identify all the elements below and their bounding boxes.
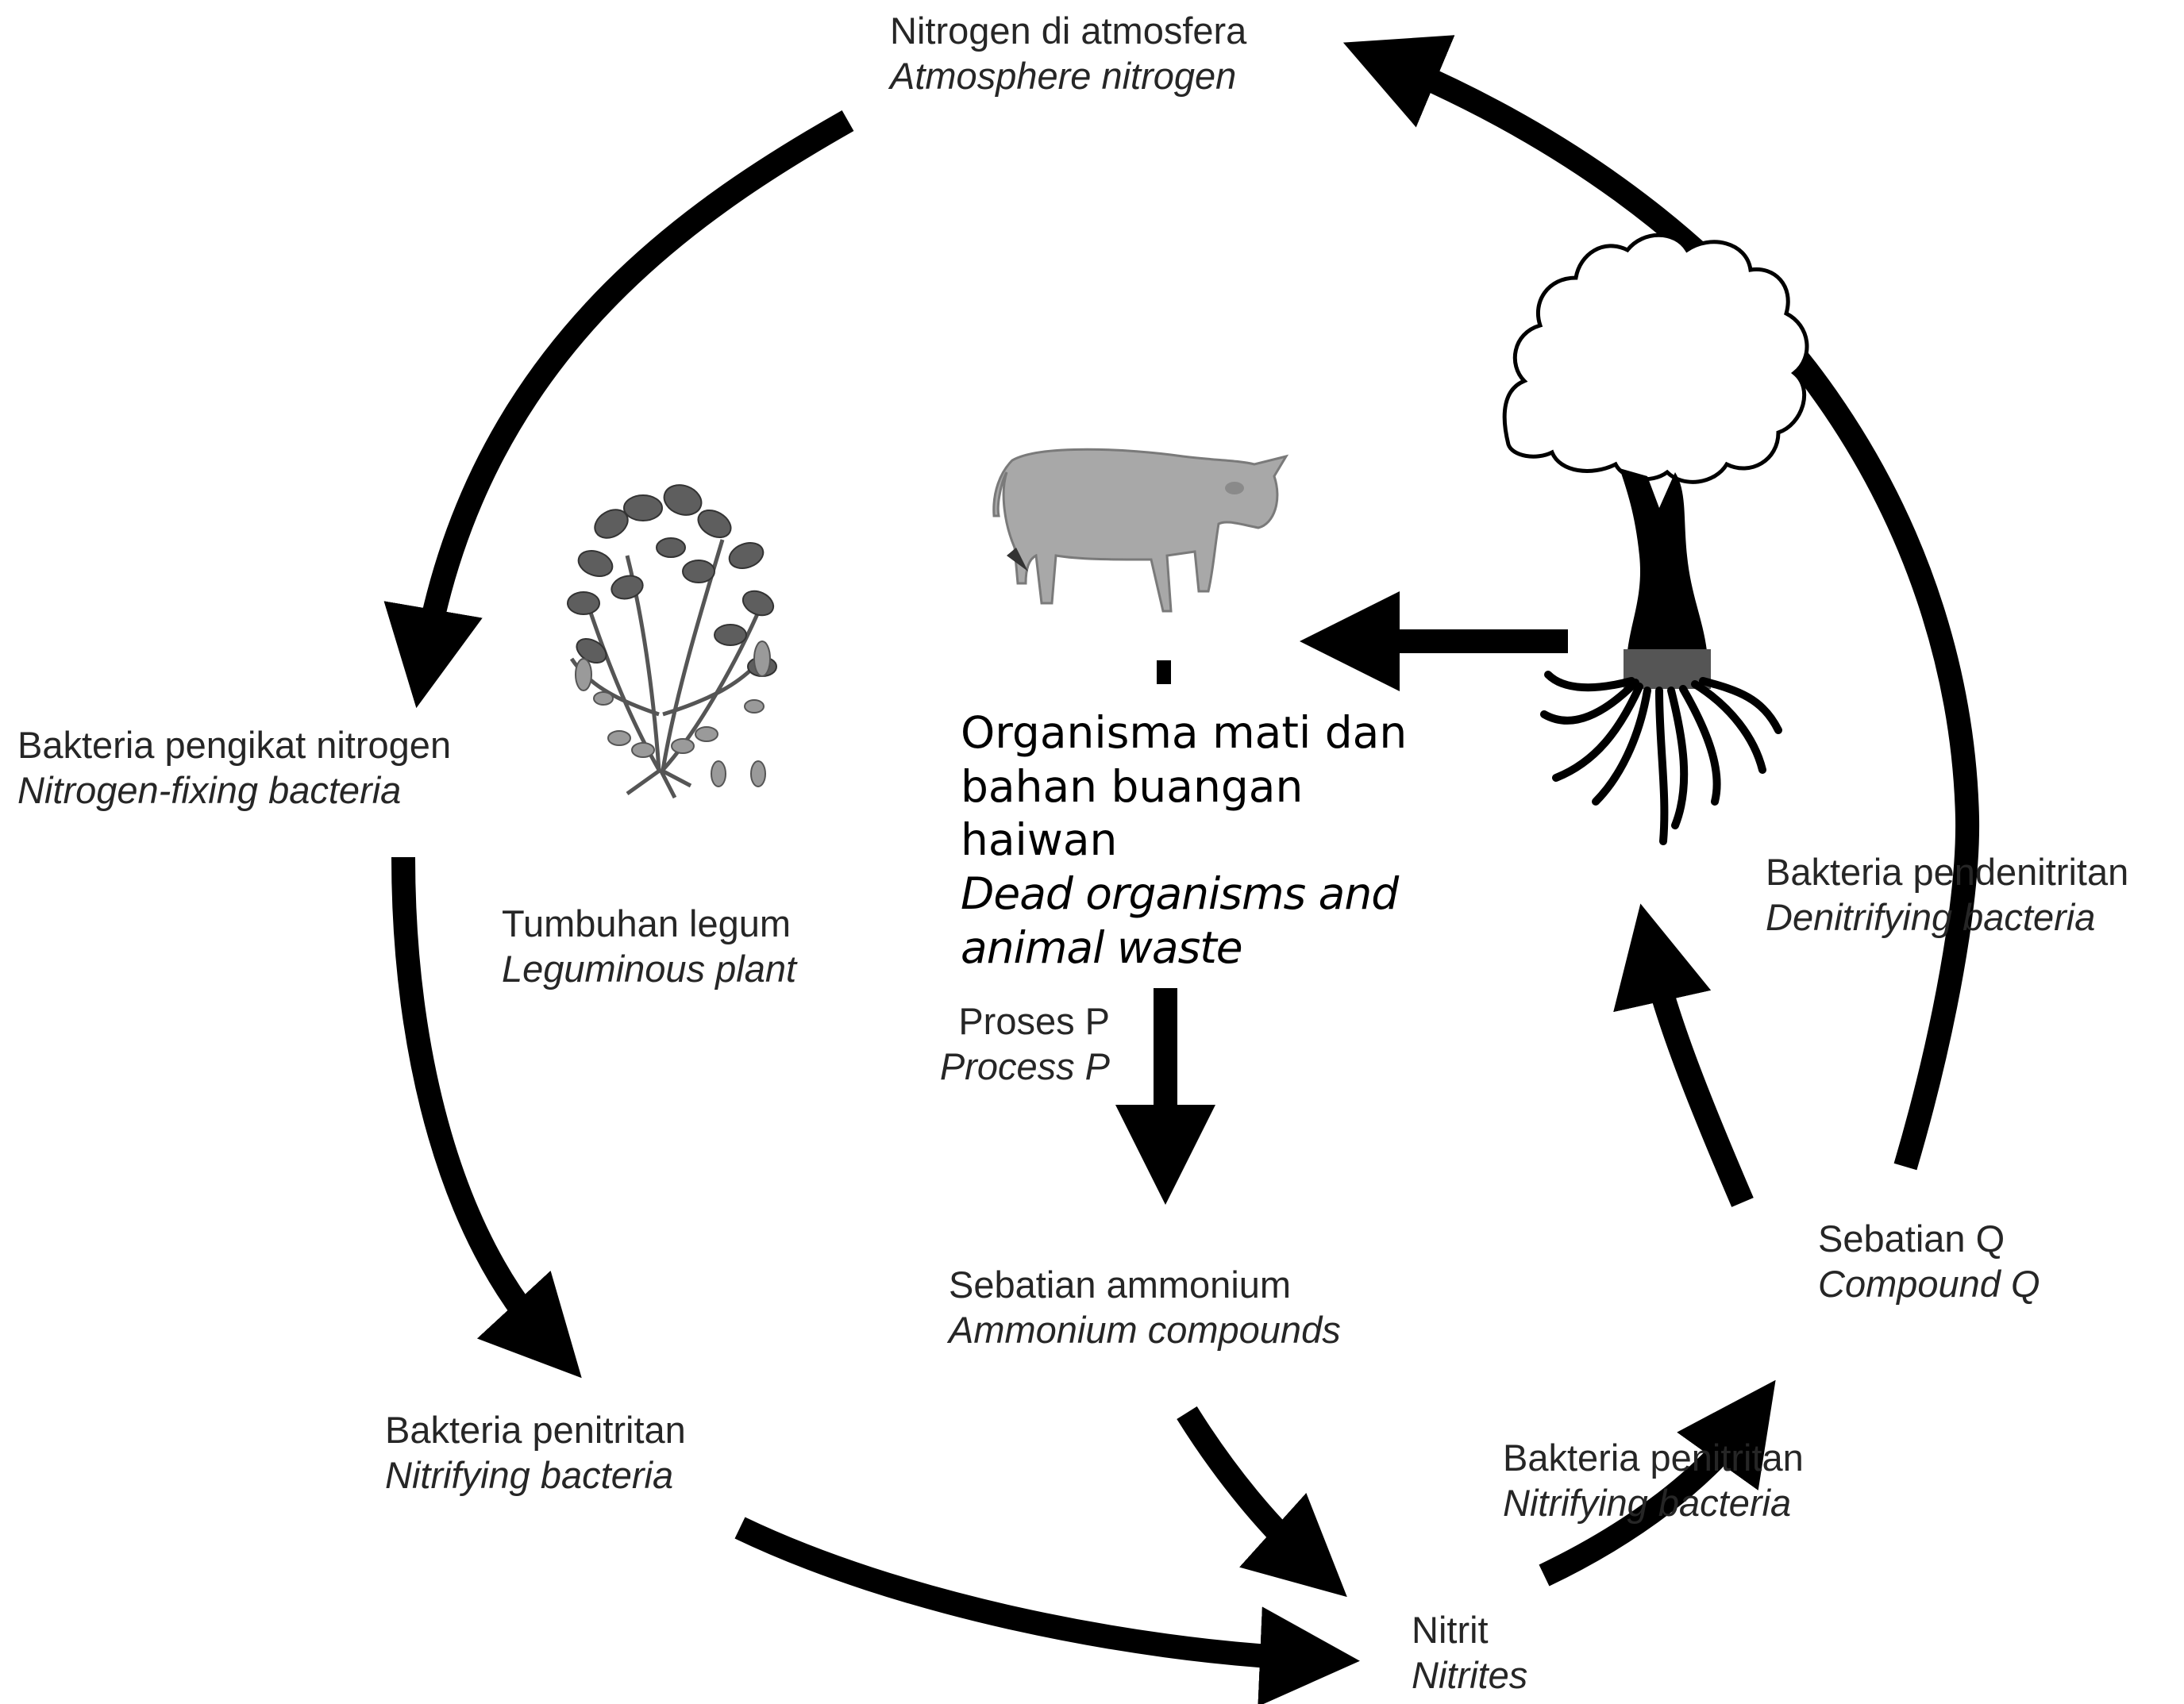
- label-fixing-en: Nitrogen-fixing bacteria: [17, 769, 402, 812]
- label-ammonium-en: Ammonium compounds: [949, 1309, 1341, 1352]
- leguminous-plant-icon: [567, 484, 777, 799]
- label-legume-en: Leguminous plant: [502, 948, 797, 990]
- label-dead-ms-line2: bahan buangan: [961, 760, 1304, 812]
- label-nitrifying-bacteria-right: Bakteria penitritan Nitrifying bacteria: [1503, 1435, 1804, 1526]
- arrow-nitrites-to-compound-q: [1539, 1379, 1776, 1587]
- label-atmosphere-nitrogen: Nitrogen di atmosfera Atmosphere nitroge…: [890, 8, 1246, 99]
- arrow-nitrifying-to-nitrites: [734, 1517, 1360, 1704]
- arrow-compound-q-to-tree: [1613, 903, 1754, 1207]
- label-nitrifying-right-ms: Bakteria penitritan: [1503, 1437, 1804, 1479]
- arrow-atmosphere-to-fixing: [383, 110, 854, 709]
- label-denitrifying-en: Denitrifying bacteria: [1766, 896, 2096, 939]
- label-leguminous-plant: Tumbuhan legum Leguminous plant: [502, 901, 796, 992]
- label-process-p: Proses P Process P: [921, 998, 1110, 1090]
- label-dead-en-line1: Dead organisms and: [961, 867, 1399, 919]
- label-ammonium-compounds: Sebatian ammonium Ammonium compounds: [949, 1262, 1341, 1353]
- label-nitrites: Nitrit Nitrites: [1412, 1607, 1527, 1698]
- label-process-en: Process P: [939, 1045, 1110, 1088]
- label-compound-q-ms: Sebatian Q: [1818, 1217, 2005, 1260]
- label-fixing-ms: Bakteria pengikat nitrogen: [17, 724, 452, 766]
- label-dead-en-line2: animal waste: [961, 921, 1243, 973]
- label-nitrifying-right-en: Nitrifying bacteria: [1503, 1482, 1792, 1525]
- connector-tick: [1157, 660, 1171, 684]
- label-dead-ms-line1: Organisma mati dan: [961, 707, 1408, 758]
- label-legume-ms: Tumbuhan legum: [502, 902, 792, 944]
- label-nitrifying-left-en: Nitrifying bacteria: [385, 1454, 674, 1497]
- label-nitrifying-bacteria-left: Bakteria penitritan Nitrifying bacteria: [385, 1407, 686, 1498]
- label-compound-q-en: Compound Q: [1818, 1263, 2040, 1306]
- label-compound-q: Sebatian Q Compound Q: [1818, 1216, 2040, 1307]
- label-nitrites-ms: Nitrit: [1412, 1609, 1489, 1651]
- label-atmosphere-ms: Nitrogen di atmosfera: [890, 10, 1247, 52]
- label-denitrifying-bacteria: Bakteria pendenitritan Denitrifying bact…: [1766, 849, 2128, 940]
- arrow-denitrifying-to-atmosphere: [1342, 35, 1980, 1171]
- label-atmosphere-en: Atmosphere nitrogen: [890, 55, 1237, 98]
- label-process-ms: Proses P: [958, 1000, 1110, 1042]
- label-nitrifying-left-ms: Bakteria penitritan: [385, 1409, 686, 1451]
- label-nitrites-en: Nitrites: [1412, 1654, 1528, 1697]
- label-ammonium-ms: Sebatian ammonium: [949, 1264, 1292, 1306]
- tree-icon: [1502, 233, 1809, 845]
- label-denitrifying-ms: Bakteria pendenitritan: [1766, 851, 2129, 893]
- arrow-ammonium-to-nitrites: [1177, 1406, 1347, 1598]
- label-dead-organisms: Organisma mati dan bahan buangan haiwan …: [961, 706, 1407, 975]
- label-nitrogen-fixing-bacteria: Bakteria pengikat nitrogen Nitrogen-fixi…: [17, 722, 451, 814]
- arrow-fixing-to-nitrifying: [391, 856, 582, 1379]
- label-dead-ms-line3: haiwan: [961, 814, 1118, 866]
- cow-icon: [992, 448, 1289, 613]
